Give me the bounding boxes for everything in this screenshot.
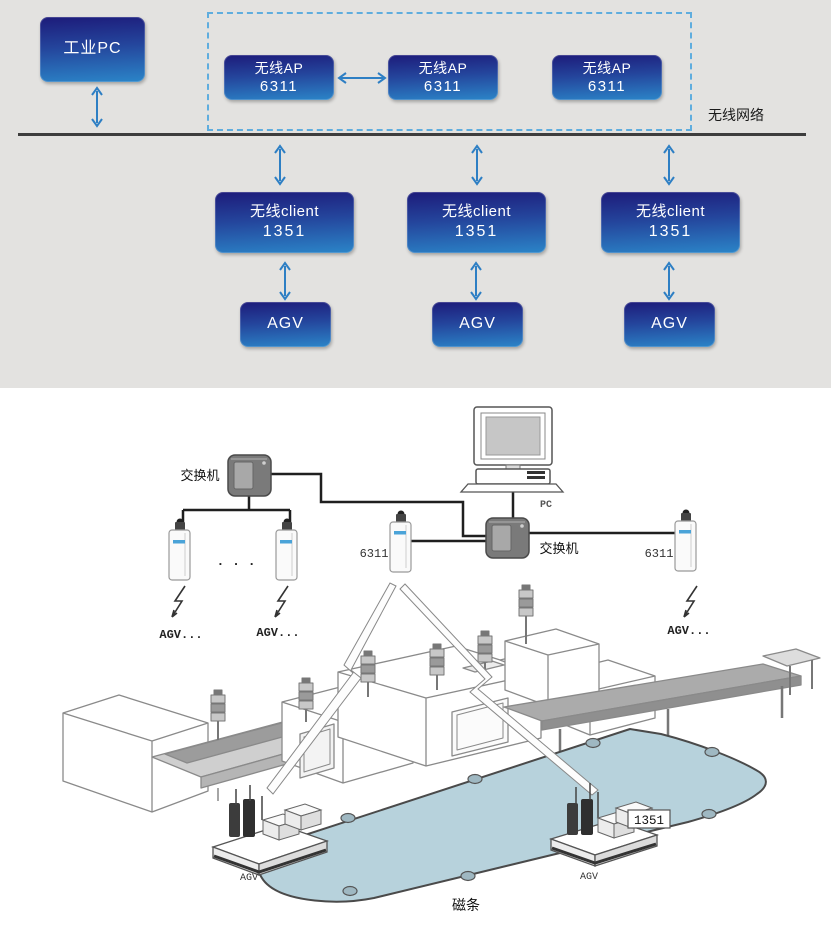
wireless-ap-node-2: 无线AP 6311	[388, 55, 498, 100]
svg-text:1351: 1351	[634, 814, 664, 828]
client-label: 无线client	[441, 203, 512, 221]
left-agv: AGV	[211, 785, 330, 884]
left-right-arrow-icon	[336, 70, 388, 86]
client-model: 1351	[648, 222, 693, 240]
client-model: 1351	[454, 222, 499, 240]
up-down-arrow-icon	[661, 144, 677, 186]
pc-label: PC	[540, 500, 552, 511]
ap-label: 无线AP	[582, 59, 632, 76]
pc-illustration: PC	[459, 406, 565, 511]
agv-wireless-label: AGV...	[667, 624, 710, 638]
network-wires	[181, 472, 677, 543]
right-agv-label: AGV	[580, 872, 598, 883]
center-ap-label: 6311	[360, 547, 389, 561]
up-down-arrow-icon	[89, 86, 105, 128]
agv-node-3: AGV	[624, 302, 715, 347]
left-switch-label: 交换机	[180, 468, 219, 483]
right-ap-label: 6311	[645, 547, 674, 561]
wireless-client-node-3: 无线client 1351	[601, 192, 740, 253]
ap-model: 6311	[259, 77, 299, 95]
agv-track-floor	[257, 728, 767, 903]
network-topology-panel: 工业PC 无线AP 6311 无线AP 6311 无线AP 6311 无线网络	[0, 0, 831, 388]
left-agv-label: AGV	[240, 873, 258, 884]
agv-label: AGV	[651, 315, 688, 333]
client-tag: 1351	[627, 809, 671, 829]
wireless-network-dashed-zone	[207, 12, 692, 131]
industrial-pc-label: 工业PC	[63, 40, 122, 58]
ap-model: 6311	[423, 77, 463, 95]
up-down-arrow-icon	[468, 261, 484, 301]
agv-label: AGV	[459, 315, 496, 333]
antenna-icon	[674, 509, 697, 572]
magnetic-strip-label: 磁条	[452, 897, 480, 913]
wireless-client-node-1: 无线client 1351	[215, 192, 354, 253]
antenna-icon	[168, 518, 191, 581]
client-model: 1351	[262, 222, 307, 240]
wireless-ap-node-3: 无线AP 6311	[552, 55, 662, 100]
ap-model: 6311	[587, 77, 627, 95]
antenna-ellipsis: . . .	[216, 554, 255, 569]
agv-label: AGV	[267, 315, 304, 333]
ap-label: 无线AP	[418, 59, 468, 76]
factory-machines	[62, 584, 821, 813]
up-down-arrow-icon	[469, 144, 485, 186]
center-switch-label: 交换机	[539, 541, 578, 556]
wireless-links	[171, 585, 698, 618]
antenna-icon	[389, 510, 412, 573]
wireless-ap-antennas: 6311 6311 . . .	[168, 509, 697, 581]
industrial-pc-node: 工业PC	[40, 17, 145, 82]
agv-wireless-label: AGV...	[159, 628, 202, 642]
left-switch: 交换机	[180, 454, 272, 497]
wireless-ap-node-1: 无线AP 6311	[224, 55, 334, 100]
right-agv: AGV 1351	[548, 783, 671, 883]
client-label: 无线client	[635, 203, 706, 221]
up-down-arrow-icon	[277, 261, 293, 301]
up-down-arrow-icon	[661, 261, 677, 301]
up-down-arrow-icon	[272, 144, 288, 186]
center-switch: 交换机	[485, 517, 579, 559]
wireless-client-node-2: 无线client 1351	[407, 192, 546, 253]
agv-node-2: AGV	[432, 302, 523, 347]
network-bus-line	[18, 133, 806, 136]
factory-illustration: PC 交换机 交换机	[62, 406, 821, 913]
ap-label: 无线AP	[254, 59, 304, 76]
client-label: 无线client	[249, 203, 320, 221]
track-node-icon	[340, 737, 720, 897]
agv-wireless-label: AGV...	[256, 626, 299, 640]
antenna-icon	[275, 518, 298, 581]
wireless-network-label: 无线网络	[708, 107, 764, 123]
agv-node-1: AGV	[240, 302, 331, 347]
lightning-bolt-icon	[266, 582, 599, 796]
